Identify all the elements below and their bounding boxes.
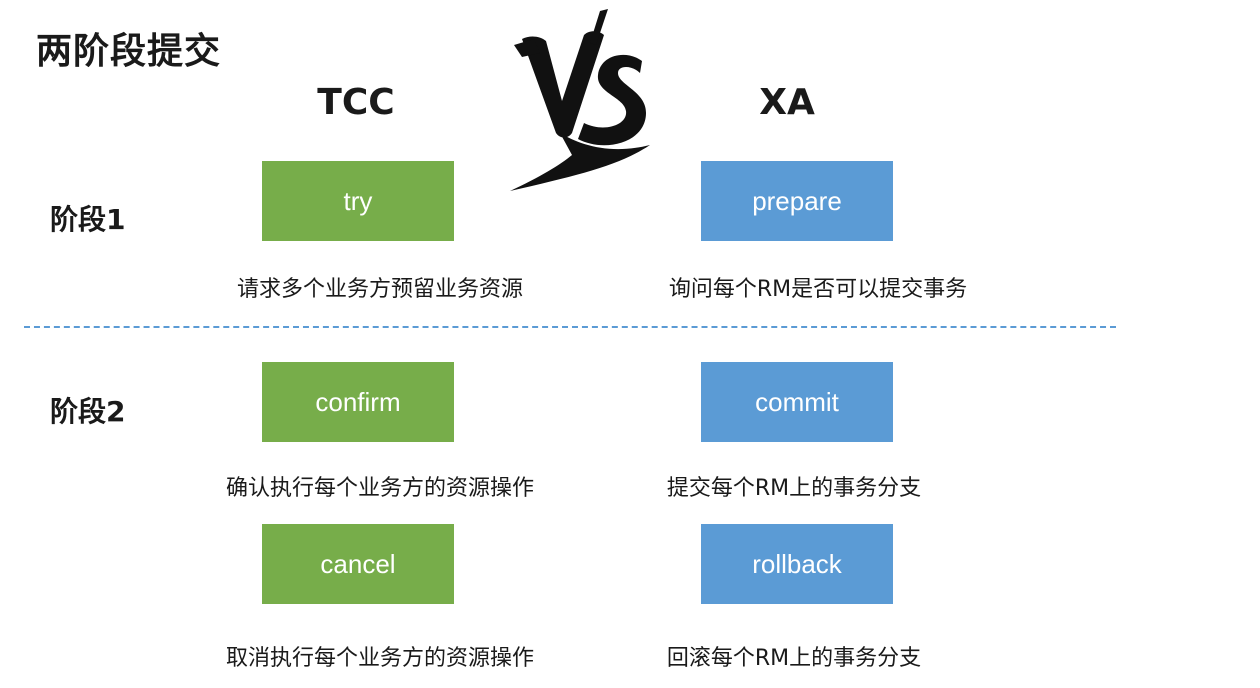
- xa-commit-box: commit: [701, 362, 893, 442]
- stage-divider: [24, 326, 1116, 328]
- stage-1-label: 阶段1: [50, 203, 126, 236]
- tcc-cancel-desc: 取消执行每个业务方的资源操作: [225, 646, 534, 671]
- xa-prepare-desc: 询问每个RM是否可以提交事务: [668, 277, 968, 302]
- vs-logo: VS: [510, 9, 650, 191]
- tcc-try-desc: 请求多个业务方预留业务资源: [236, 277, 523, 302]
- tcc-cancel-box: cancel: [262, 524, 454, 604]
- xa-column-heading: XA: [759, 82, 815, 123]
- tcc-confirm-desc: 确认执行每个业务方的资源操作: [225, 476, 534, 501]
- xa-commit-desc: 提交每个RM上的事务分支: [666, 476, 922, 501]
- tcc-try-box: try: [262, 161, 454, 241]
- tcc-column-heading: TCC: [317, 82, 395, 123]
- tcc-confirm-box: confirm: [262, 362, 454, 442]
- xa-rollback-desc: 回滚每个RM上的事务分支: [666, 646, 922, 671]
- xa-rollback-box: rollback: [701, 524, 893, 604]
- stage-2-label: 阶段2: [50, 395, 126, 428]
- xa-prepare-box: prepare: [701, 161, 893, 241]
- diagram-title: 两阶段提交: [36, 31, 222, 72]
